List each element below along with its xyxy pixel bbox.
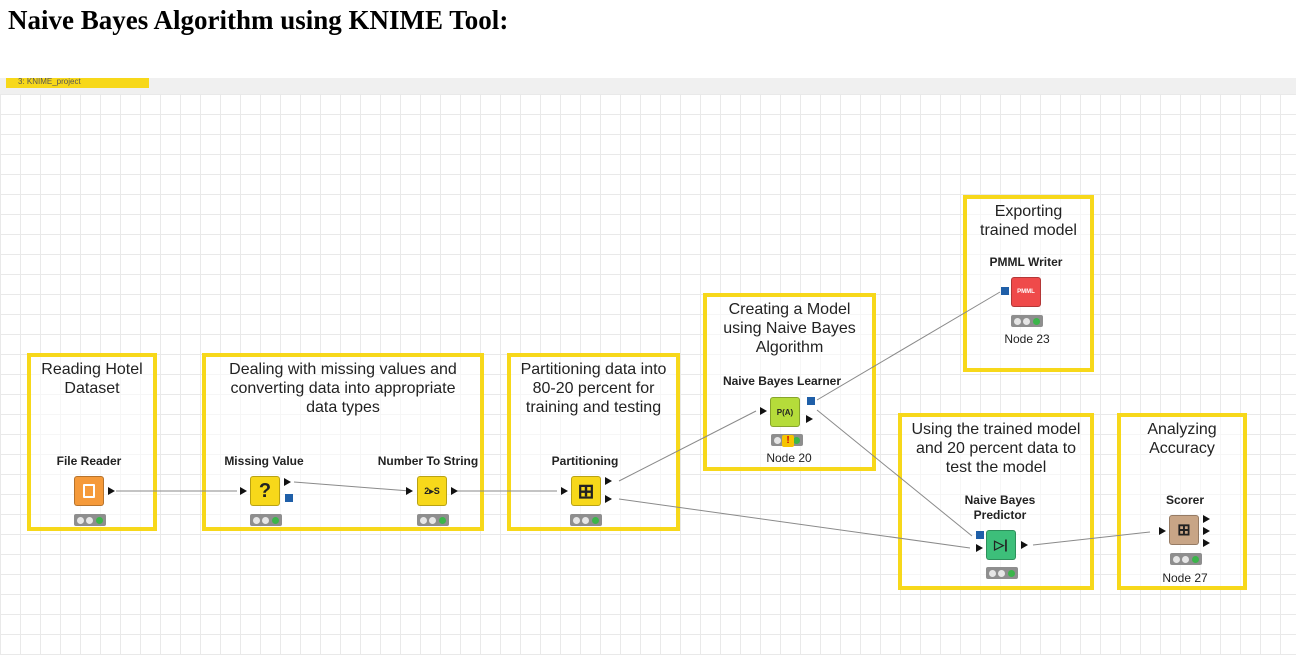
model-input-port[interactable] [1001, 287, 1009, 295]
number-to-string-node[interactable]: 2▸S [417, 476, 447, 506]
editor-tab-strip [0, 78, 1296, 94]
connection-learner-predictor [816, 409, 973, 537]
annotation-text: Using the trained model and 20 percent d… [911, 421, 1081, 476]
node-id-pmml-writer: Node 23 [1004, 332, 1050, 346]
node-label-pmml-writer: PMML Writer [989, 255, 1063, 269]
annotation-text: Exporting trained model [980, 203, 1077, 239]
node-label-missing-value: Missing Value [224, 454, 304, 468]
output-port[interactable] [284, 478, 291, 486]
annotation-text: Dealing with missing values and converti… [229, 361, 457, 416]
grid-icon: ⊞ [577, 480, 595, 503]
predictor-icon: ▷| [994, 537, 1008, 552]
node-status-lights [250, 514, 282, 526]
model-input-port[interactable] [976, 531, 984, 539]
annotation-text: Reading Hotel Dataset [41, 361, 143, 397]
node-status-lights [1170, 553, 1202, 565]
annotation-text: Partitioning data into 80-20 percent for… [520, 361, 667, 416]
model-output-port[interactable] [285, 494, 293, 502]
node-label-number-to-string: Number To String [377, 454, 479, 468]
output-port[interactable] [806, 415, 813, 423]
input-port[interactable] [1159, 527, 1166, 535]
pmml-icon: PMML [1017, 289, 1035, 295]
node-status-lights [986, 567, 1018, 579]
node-status-lights [570, 514, 602, 526]
node-label-scorer: Scorer [1165, 493, 1205, 507]
node-label-naive-bayes-learner: Naive Bayes Learner [722, 374, 842, 388]
connection-partitioning-learner [618, 410, 757, 482]
model-output-port[interactable] [807, 397, 815, 405]
node-label-naive-bayes-predictor: Naive Bayes Predictor [964, 493, 1036, 522]
connection-missingvalue-numbertostring [293, 481, 411, 492]
input-port[interactable] [240, 487, 247, 495]
partitioning-node[interactable]: ⊞ [571, 476, 601, 506]
node-status-lights [417, 514, 449, 526]
node-id-scorer: Node 27 [1162, 571, 1208, 585]
node-status-lights [74, 514, 106, 526]
document-title: Naive Bayes Algorithm using KNIME Tool: [8, 5, 509, 35]
first-partition-port[interactable] [605, 477, 612, 485]
warning-icon[interactable]: ! [782, 435, 794, 447]
probability-icon: P(A) [776, 407, 794, 417]
input-port[interactable] [406, 487, 413, 495]
input-port[interactable] [976, 544, 983, 552]
naive-bayes-predictor-node[interactable]: ▷| [986, 530, 1016, 560]
output-port[interactable] [108, 487, 115, 495]
pmml-writer-node[interactable]: PMML [1011, 277, 1041, 307]
annotation-test-model[interactable]: Using the trained model and 20 percent d… [898, 413, 1094, 590]
node-id-learner: Node 20 [766, 451, 812, 465]
annotation-text: Analyzing Accuracy [1147, 421, 1217, 457]
connection-learner-pmml [816, 291, 1001, 401]
confusion-matrix-output-port[interactable] [1203, 515, 1210, 523]
output-port[interactable] [451, 487, 458, 495]
input-port[interactable] [561, 487, 568, 495]
accuracy-output-port[interactable] [1203, 527, 1210, 535]
scorer-icon: ⊞ [1177, 522, 1191, 539]
node-label-partitioning: Partitioning [551, 454, 619, 468]
second-partition-port[interactable] [605, 495, 612, 503]
output-port[interactable] [1021, 541, 1028, 549]
node-status-lights [1011, 315, 1043, 327]
connection-partitioning-predictor [618, 498, 971, 549]
node-label-file-reader: File Reader [56, 454, 122, 468]
scorer-node[interactable]: ⊞ [1169, 515, 1199, 545]
naive-bayes-learner-node[interactable]: P(A) [770, 397, 800, 427]
annotation-text: Creating a Model using Naive Bayes Algor… [723, 301, 856, 356]
file-reader-node[interactable] [74, 476, 104, 506]
input-port[interactable] [760, 407, 767, 415]
convert-icon: 2▸S [424, 485, 440, 496]
file-reader-icon [83, 484, 95, 498]
workflow-tab[interactable]: 3: KNIME_project [6, 78, 149, 88]
connection-predictor-scorer [1032, 531, 1151, 546]
question-icon: ? [258, 479, 272, 502]
statistics-output-port[interactable] [1203, 539, 1210, 547]
missing-value-node[interactable]: ? [250, 476, 280, 506]
